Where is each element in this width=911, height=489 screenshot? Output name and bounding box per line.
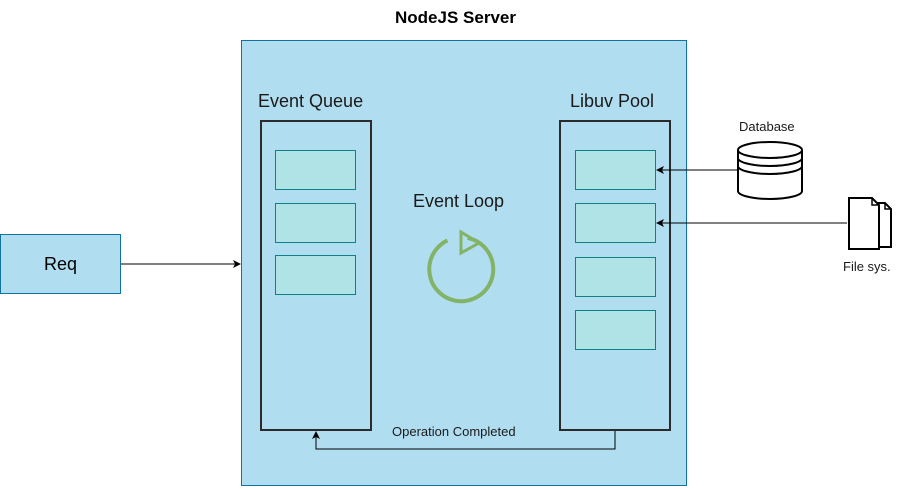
libuv-pool-label: Libuv Pool [570, 91, 655, 111]
database-label: Database [739, 119, 795, 134]
libuv-pool-slot [575, 257, 656, 297]
event-queue-slot [275, 150, 356, 190]
event-queue-slot [275, 203, 356, 243]
request-label: Req [43, 253, 78, 274]
request-box: Req [0, 234, 121, 294]
event-queue-slot [275, 255, 356, 295]
libuv-pool-slot [575, 310, 656, 350]
diagram-title: NodeJS Server [395, 8, 516, 27]
event-loop-label: Event Loop [413, 191, 505, 211]
file-system-label: File sys. [843, 259, 891, 274]
file-system-icon [848, 197, 892, 250]
libuv-pool-slot [575, 203, 656, 243]
operation-completed-label: Operation Completed [392, 424, 516, 439]
database-icon [737, 141, 803, 200]
event-queue-label: Event Queue [258, 91, 364, 111]
libuv-pool-slot [575, 150, 656, 190]
